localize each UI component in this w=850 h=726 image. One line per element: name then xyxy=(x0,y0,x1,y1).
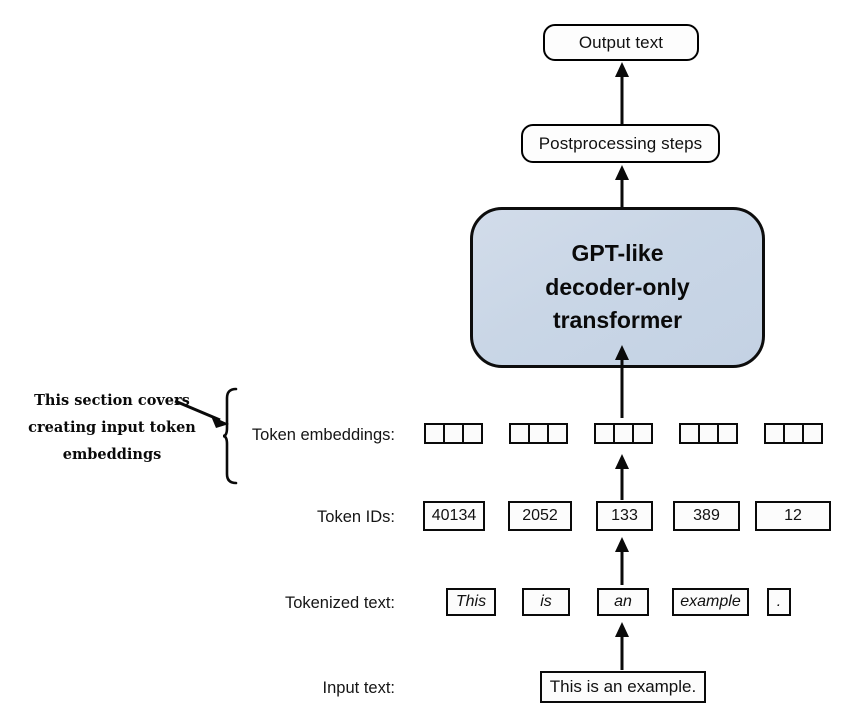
embedding-cell xyxy=(679,423,700,444)
postprocessing-steps-label: Postprocessing steps xyxy=(538,133,703,153)
tokenized-text-value: an xyxy=(614,593,632,610)
tokenized-text-value: This xyxy=(455,593,487,610)
section-bracket-icon xyxy=(222,387,238,485)
arrow-embeddings-to-transformer xyxy=(615,345,629,418)
token-id-box: 2052 xyxy=(508,501,572,531)
token-id-box: 389 xyxy=(673,501,740,531)
input-text-box: This is an example. xyxy=(540,671,706,703)
tokenized-text-value: . xyxy=(776,593,782,610)
embedding-cell xyxy=(509,423,530,444)
tokenized-text-row-label: Tokenized text: xyxy=(284,594,395,612)
input-text-row-label: Input text: xyxy=(322,679,395,697)
postprocessing-steps-box: Postprocessing steps xyxy=(521,124,720,163)
arrow-input-to-tokenized xyxy=(615,622,629,670)
token-id-box: 40134 xyxy=(423,501,485,531)
transformer-label-line3: transformer xyxy=(552,307,683,334)
token-id-value: 133 xyxy=(611,507,638,524)
transformer-label-line1: GPT-like xyxy=(571,240,664,267)
section-annotation: This section covers creating input token… xyxy=(12,388,212,468)
token-embedding-group xyxy=(679,423,738,444)
tokenized-text-value: example xyxy=(680,593,741,610)
token-embedding-group xyxy=(424,423,483,444)
tokenized-text-box: is xyxy=(522,588,570,616)
embedding-cell xyxy=(613,423,634,444)
transformer-label-line2: decoder-only xyxy=(545,273,690,300)
token-id-box: 133 xyxy=(596,501,653,531)
annotation-line3: embeddings xyxy=(62,445,162,463)
output-text-label: Output text xyxy=(578,32,664,52)
input-text-value: This is an example. xyxy=(549,677,697,696)
tokenized-text-value: is xyxy=(540,593,552,610)
arrow-postprocessing-to-output xyxy=(615,62,629,126)
token-embedding-group xyxy=(764,423,823,444)
token-id-box: 12 xyxy=(755,501,831,531)
token-embeddings-row-label: Token embeddings: xyxy=(251,426,395,444)
annotation-arrow-icon xyxy=(174,399,229,428)
embedding-cell xyxy=(528,423,549,444)
embedding-cell xyxy=(632,423,653,444)
embedding-cell xyxy=(783,423,804,444)
arrow-tokenized-to-tokenids xyxy=(615,537,629,585)
token-embeddings-row xyxy=(424,423,834,448)
tokenized-text-box: example xyxy=(672,588,749,616)
token-id-value: 389 xyxy=(693,507,720,524)
output-text-box: Output text xyxy=(543,24,699,61)
embedding-cell xyxy=(443,423,464,444)
token-id-value: 2052 xyxy=(522,507,558,524)
token-embedding-group xyxy=(594,423,653,444)
arrow-tokenids-to-embeddings xyxy=(615,454,629,500)
embedding-cell xyxy=(547,423,568,444)
gpt-transformer-block: GPT-like decoder-only transformer xyxy=(470,207,765,368)
embedding-cell xyxy=(594,423,615,444)
annotation-line2: creating input token xyxy=(28,418,196,436)
tokenized-text-box: This xyxy=(446,588,496,616)
token-id-value: 40134 xyxy=(431,507,477,524)
embedding-cell xyxy=(717,423,738,444)
tokenized-text-box: . xyxy=(767,588,791,616)
embedding-cell xyxy=(802,423,823,444)
embedding-cell xyxy=(462,423,483,444)
token-embedding-group xyxy=(509,423,568,444)
token-ids-row-label: Token IDs: xyxy=(317,508,395,526)
arrow-transformer-to-postprocessing xyxy=(615,165,629,211)
embedding-cell xyxy=(424,423,445,444)
annotation-line1: This section covers xyxy=(34,392,190,409)
tokenized-text-box: an xyxy=(597,588,649,616)
embedding-cell xyxy=(698,423,719,444)
embedding-cell xyxy=(764,423,785,444)
token-id-value: 12 xyxy=(784,507,802,524)
